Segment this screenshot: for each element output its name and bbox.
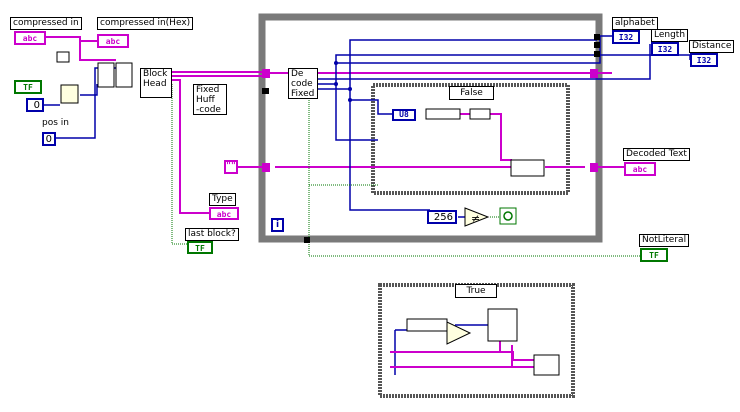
- type-label: Type: [209, 193, 236, 206]
- while-loop-frame: [258, 13, 603, 243]
- pos-in-label: pos in: [42, 118, 69, 129]
- boolean-wires: [171, 84, 640, 257]
- compressed-in-hex-terminal[interactable]: abc: [97, 34, 129, 48]
- u8-terminal: U8: [392, 109, 416, 121]
- not-literal-terminal[interactable]: TF: [640, 248, 668, 262]
- false-case-selector[interactable]: False: [449, 86, 494, 100]
- svg-text:≠: ≠: [471, 212, 480, 225]
- not-literal-label: NotLiteral: [639, 234, 690, 247]
- compressed-in-terminal[interactable]: abc: [14, 31, 46, 45]
- last-block-label: last block?: [185, 228, 239, 241]
- pos-in-constant[interactable]: 0: [42, 132, 56, 146]
- distance-terminal[interactable]: I32: [690, 53, 718, 67]
- block-head-subvi[interactable]: Block Head: [140, 68, 172, 98]
- case-structure-false-frame: [371, 83, 570, 195]
- compressed-in-hex-label: compressed in(Hex): [97, 17, 194, 30]
- bool-constant-terminal[interactable]: TF: [14, 80, 42, 94]
- distance-label: Distance: [689, 40, 735, 53]
- length-label: Length: [651, 29, 689, 42]
- last-block-terminal[interactable]: TF: [187, 241, 213, 254]
- decode-fixed-subvi[interactable]: De code Fixed: [288, 68, 318, 99]
- numeric-wires: [44, 35, 691, 218]
- true-case-selector[interactable]: True: [455, 284, 497, 298]
- string-wires: [46, 36, 624, 214]
- fixed-huff-code-subvi[interactable]: Fixed Huff -code: [193, 84, 227, 115]
- constant-256[interactable]: 256: [427, 210, 457, 224]
- alphabet-terminal[interactable]: I32: [612, 30, 640, 44]
- iteration-terminal: i: [271, 218, 284, 232]
- case-structure-true-frame: [378, 283, 575, 398]
- decoded-text-terminal[interactable]: abc: [624, 162, 656, 176]
- decoded-text-label: Decoded Text: [623, 148, 690, 161]
- compressed-in-label: compressed in: [10, 17, 82, 30]
- empty-string-constant[interactable]: "": [224, 160, 238, 174]
- zero-constant-a[interactable]: 0: [26, 98, 44, 112]
- alphabet-label: alphabet: [612, 17, 658, 30]
- length-terminal[interactable]: I32: [651, 42, 679, 56]
- type-terminal[interactable]: abc: [209, 207, 239, 220]
